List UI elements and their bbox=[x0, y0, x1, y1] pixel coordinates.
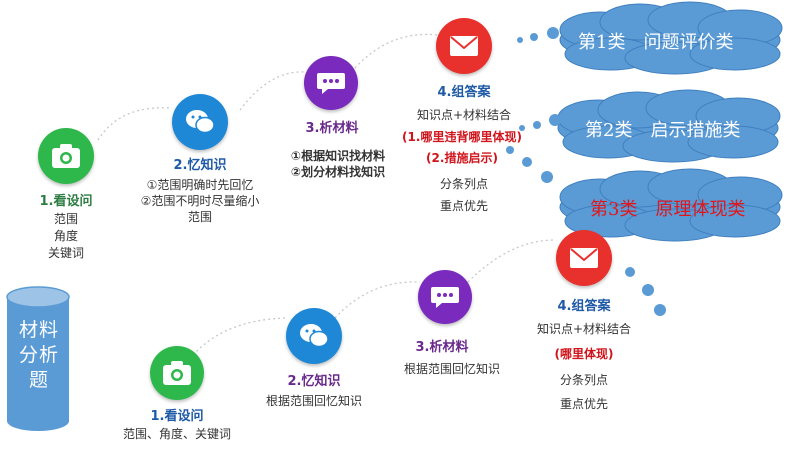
wechat-icon bbox=[172, 94, 228, 150]
bottom-step4-line1: 知识点+材料结合 bbox=[536, 322, 632, 336]
top-step3-title: 3.析材料 bbox=[305, 121, 359, 136]
bottom-step4-line3: 分条列点 bbox=[559, 373, 608, 387]
bottom-step3-desc: 根据范围回忆知识 bbox=[403, 362, 500, 376]
cloud-label-3: 第3类 原理体现类 bbox=[590, 199, 746, 220]
bottom-step2-title: 2.忆知识 bbox=[287, 374, 341, 389]
bottom-step3-title: 3.析材料 bbox=[415, 340, 469, 355]
top-step1-title: 1.看设问 bbox=[39, 194, 93, 209]
top-step1-desc: 范围 角度 关键词 bbox=[47, 212, 84, 260]
bottom-step2-desc: 根据范围回忆知识 bbox=[265, 394, 362, 408]
cylinder-label: 材料分析题 bbox=[18, 319, 59, 391]
top-step3-desc: ①根据知识找材料 ②划分材料找知识 bbox=[290, 149, 386, 179]
database-cylinder-icon bbox=[6, 286, 70, 431]
message-icon bbox=[418, 270, 472, 324]
bottom-step1-title: 1.看设问 bbox=[150, 409, 204, 424]
top-step4-line4: 分条列点 bbox=[439, 177, 488, 191]
bottom-step4-line4: 重点优先 bbox=[559, 397, 608, 411]
camera-icon bbox=[150, 346, 204, 400]
cloud-label-2: 第2类 启示措施类 bbox=[585, 120, 741, 141]
top-step2-title: 2.忆知识 bbox=[173, 158, 227, 173]
message-icon bbox=[304, 56, 358, 110]
top-step4-line5: 重点优先 bbox=[439, 199, 488, 213]
bottom-step4-title: 4.组答案 bbox=[557, 299, 611, 314]
bottom-step4-red1: (哪里体现) bbox=[554, 347, 614, 361]
top-step2-desc: ①范围明确时先回忆 ②范围不明时尽量缩小 范围 bbox=[140, 178, 260, 224]
camera-icon bbox=[38, 128, 94, 184]
top-step4-red1: (1.哪里违背哪里体现) bbox=[402, 130, 522, 144]
bottom-step1-desc: 范围、角度、关键词 bbox=[122, 427, 231, 441]
mail-icon bbox=[556, 230, 612, 286]
mail-icon bbox=[436, 18, 492, 74]
top-step4-line1: 知识点+材料结合 bbox=[416, 108, 512, 122]
top-step4-title: 4.组答案 bbox=[437, 85, 491, 100]
wechat-icon bbox=[286, 308, 342, 364]
top-step4-red2: (2.措施启示) bbox=[426, 151, 498, 165]
cloud-label-1: 第1类 问题评价类 bbox=[578, 32, 734, 53]
